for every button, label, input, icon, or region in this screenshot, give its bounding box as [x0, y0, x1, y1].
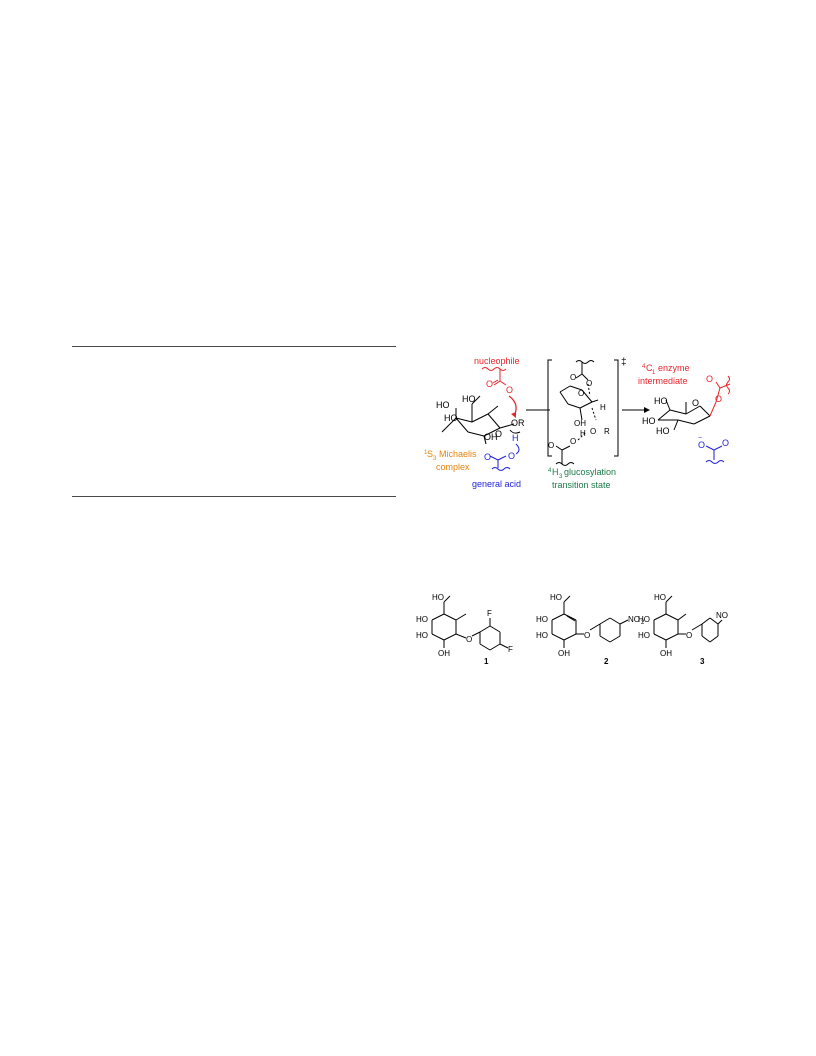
- substrate-ho-mid: HO: [444, 413, 458, 423]
- compound-2-ho-top: HO: [550, 593, 562, 602]
- compound-1-ho1: HO: [416, 615, 428, 624]
- ts-label-line2: transition state: [552, 480, 611, 490]
- acid-carboxyl: [489, 455, 507, 468]
- acid-o2: O: [484, 452, 491, 462]
- nucleophile-squiggle: [481, 367, 507, 371]
- carboxylate-o: O: [698, 440, 705, 450]
- compound-3-ho2: HO: [638, 631, 650, 640]
- nucleophile-o2: O: [506, 385, 513, 395]
- product-structure: [657, 399, 711, 431]
- ts-dagger: ‡: [621, 357, 627, 368]
- compound-2-ho1: HO: [536, 615, 548, 624]
- carboxylate-charge: −: [698, 435, 702, 442]
- michaelis-label-line2: complex: [436, 462, 470, 472]
- michaelis-label-line1: Michaelis: [439, 449, 477, 459]
- arrow-to-product-head: [644, 407, 650, 413]
- nucleophile-arrowhead: [511, 412, 516, 418]
- compound-3: HO HO HO OH O NO 3: [638, 593, 728, 666]
- ts-o-low: O: [548, 441, 554, 450]
- michaelis-s-subscript: 3: [433, 456, 437, 462]
- compound-3-ho1: HO: [638, 615, 650, 624]
- ts-o-r: O: [590, 427, 596, 436]
- enzyme-conformation: C: [646, 363, 653, 373]
- acid-squiggle: [491, 467, 511, 471]
- ts-bracket-right: [614, 359, 619, 457]
- product-ho-bottom: HO: [656, 426, 670, 436]
- proton-transfer-arrow: [515, 443, 520, 455]
- substrate-or: OR: [511, 418, 525, 428]
- compound-3-nitro: NO: [716, 611, 728, 620]
- top-rule: [72, 346, 396, 347]
- ts-o-low2: O: [570, 437, 576, 446]
- compound-1-f2: F: [508, 645, 513, 654]
- nucleophile-carboxylate: [492, 369, 507, 386]
- enzyme-conformation-subscript: 1: [652, 370, 656, 376]
- inhibitor-structures: HO HO HO OH O F F 1: [416, 593, 728, 666]
- substrate-ho-ch2: HO: [462, 394, 476, 404]
- ts-h1: H: [600, 403, 606, 412]
- carboxylate-o2: O: [722, 438, 729, 448]
- compound-1-ho-top: HO: [432, 593, 444, 602]
- nucleophile-o1: O: [486, 379, 493, 389]
- compound-2-nitro: NO: [628, 615, 640, 624]
- compound-3-number: 3: [700, 657, 705, 666]
- enzyme-label-line2: intermediate: [638, 376, 688, 386]
- ts-h2: H: [580, 429, 586, 438]
- ts-bracket-left: [547, 359, 552, 457]
- acid-h: H: [512, 433, 519, 443]
- compound-2-number: 2: [604, 657, 609, 666]
- ts-o-ester: O: [586, 379, 592, 388]
- substrate-oh-bottom: OH: [484, 432, 498, 442]
- enzyme-conformation-superscript: 4: [642, 364, 646, 370]
- acid-o: O: [508, 451, 515, 461]
- product-o-link: O: [715, 394, 722, 404]
- ts-structure: [555, 360, 599, 466]
- compound-1-number: 1: [484, 657, 489, 666]
- compound-2-ho2: HO: [536, 631, 548, 640]
- compound-1-oh: OH: [438, 649, 450, 658]
- ts-conformation-subscript: 3: [559, 474, 563, 480]
- compound-2-nitro-subscript: 2: [641, 620, 645, 626]
- product-o-carb: O: [706, 374, 713, 384]
- compound-1-f1: F: [487, 609, 492, 618]
- compound-1-ho2: HO: [416, 631, 428, 640]
- michaelis-s-superscript: 1: [424, 450, 428, 456]
- compound-2-o: O: [584, 631, 590, 640]
- ts-oh: OH: [574, 419, 586, 428]
- compound-3-oh: OH: [660, 649, 672, 658]
- product-ester-link: [709, 375, 731, 417]
- michaelis-s: S: [427, 449, 433, 459]
- product-o-ring: O: [692, 398, 699, 408]
- glycosylation-mechanism-scheme: HO HO HO OH OR O nucleophile O O H O O g…: [424, 356, 731, 490]
- general-acid-label: general acid: [472, 479, 521, 489]
- compound-2: HO HO HO OH O NO 2 2: [536, 593, 645, 666]
- ts-o-ring: O: [578, 389, 584, 398]
- compound-1-o: O: [466, 635, 472, 644]
- carboxylate-group: [705, 445, 725, 464]
- ts-conformation: H: [552, 467, 559, 477]
- compound-3-o: O: [686, 631, 692, 640]
- product-ho-top: HO: [654, 396, 668, 406]
- ts-label-line1: glucosylation: [564, 467, 616, 477]
- ts-conformation-superscript: 4: [548, 468, 552, 474]
- substrate-ho-left: HO: [436, 400, 450, 410]
- substrate-o-ring: O: [495, 429, 502, 439]
- ts-r: R: [604, 427, 610, 436]
- leaving-group-arrow: [509, 429, 521, 434]
- ts-o-carb: O: [570, 373, 576, 382]
- nucleophile-label: nucleophile: [474, 356, 520, 366]
- compound-2-oh: OH: [558, 649, 570, 658]
- substrate-structure: [441, 395, 515, 445]
- enzyme-label-line1: enzyme: [658, 363, 690, 373]
- bottom-rule: [72, 496, 396, 497]
- product-ho-left: HO: [642, 416, 656, 426]
- compound-1: HO HO HO OH O F F 1: [416, 593, 513, 666]
- compound-3-ho-top: HO: [654, 593, 666, 602]
